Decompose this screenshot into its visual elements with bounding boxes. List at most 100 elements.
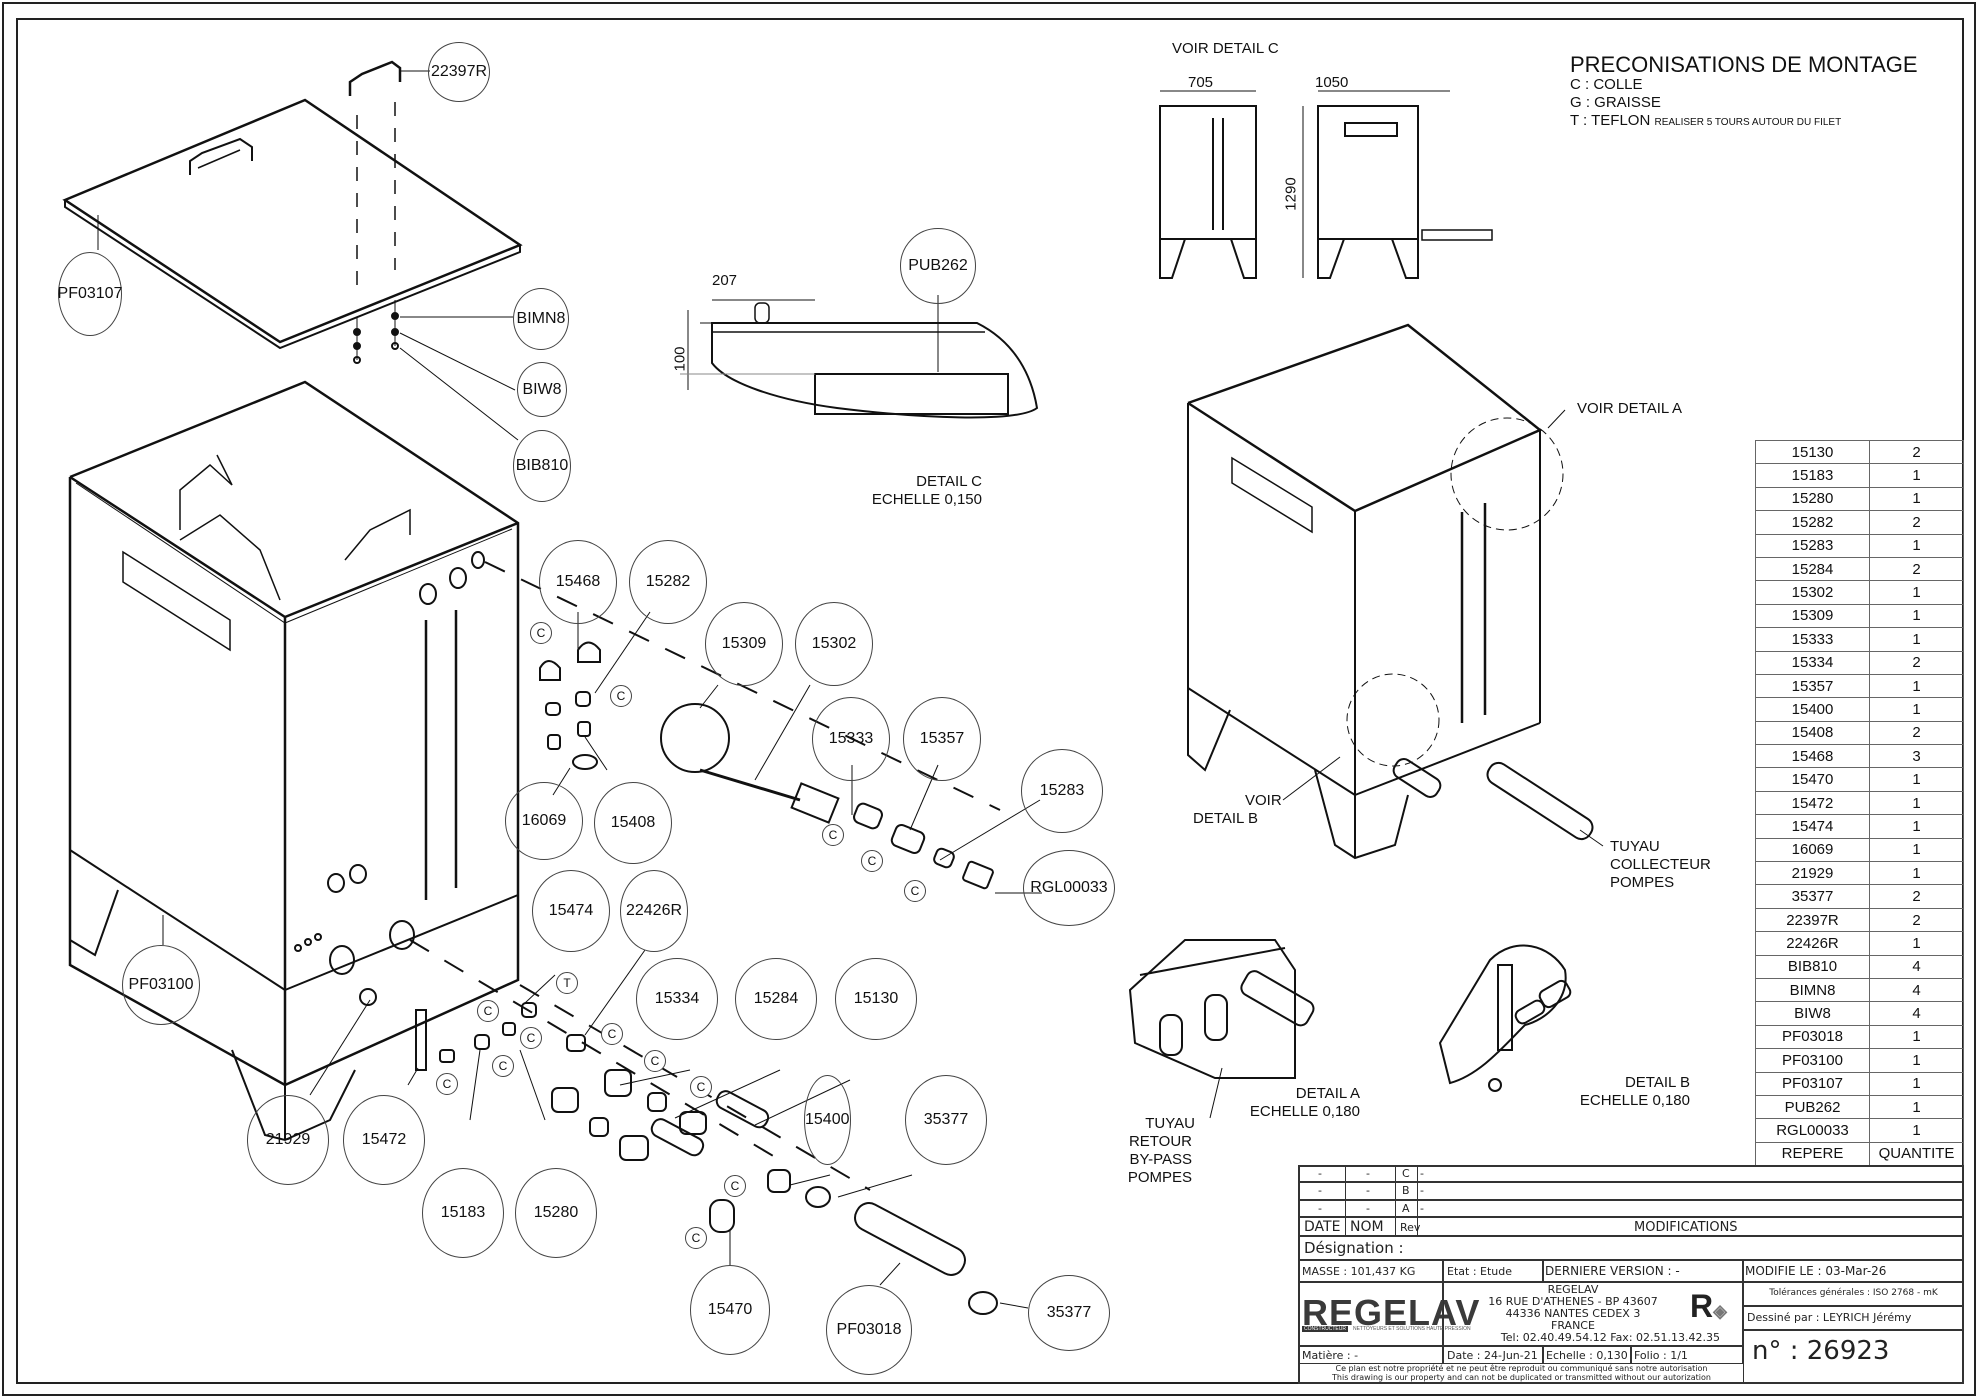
part-qty: 1 — [1869, 861, 1964, 886]
part-qty: 1 — [1869, 931, 1964, 956]
fittings-lower — [359, 988, 998, 1315]
modifie-le-cell — [1743, 1260, 1964, 1282]
callout-15334: 15334 — [636, 958, 718, 1040]
part-qty: 1 — [1869, 603, 1964, 629]
mark-colle: C — [601, 1023, 623, 1045]
revision-desc: - — [1420, 1184, 1424, 1198]
part-ref: 15474 — [1755, 814, 1870, 839]
modifie-le-value: MODIFIE LE : 03-Mar-26 — [1745, 1264, 1887, 1278]
part-ref: 15472 — [1755, 790, 1870, 816]
mark-teflon: T — [556, 972, 578, 994]
part-ref: 35377 — [1755, 884, 1870, 909]
mark-colle: C — [685, 1227, 707, 1249]
etat-value: Etat : Etude — [1447, 1265, 1513, 1278]
note-colle: C : COLLE — [1570, 76, 1643, 93]
mark-colle: C — [822, 824, 844, 846]
callout-15130: 15130 — [835, 958, 917, 1040]
derniere-version-value: DERNIERE VERSION : - — [1545, 1264, 1680, 1278]
dimension-1290: 1290 — [1282, 177, 1300, 211]
callout-15472: 15472 — [343, 1095, 425, 1185]
revision-nom: - — [1366, 1201, 1370, 1215]
detail-c-scale: ECHELLE 0,150 — [871, 491, 982, 508]
part-ref: 21929 — [1755, 861, 1870, 886]
part-qty: 1 — [1869, 1024, 1964, 1050]
company-address-cell — [1443, 1282, 1743, 1346]
part-ref: 15280 — [1755, 486, 1870, 512]
part-ref: 15470 — [1755, 767, 1870, 792]
part-ref: 15400 — [1755, 697, 1870, 722]
note-teflon-text: T : TEFLON — [1570, 112, 1651, 129]
echelle-value: Echelle : 0,130 — [1546, 1349, 1628, 1362]
part-ref: PF03018 — [1755, 1024, 1870, 1050]
part-qty: 4 — [1869, 977, 1964, 1003]
folio-cell — [1631, 1346, 1743, 1364]
drawing-number-cell — [1743, 1330, 1964, 1384]
revision-date: - — [1318, 1184, 1322, 1198]
part-ref: 15333 — [1755, 627, 1870, 652]
mark-colle: C — [904, 880, 926, 902]
tuyau-collecteur-2: COLLECTEUR — [1610, 856, 1711, 873]
part-ref: 16069 — [1755, 837, 1870, 863]
part-ref: 15284 — [1755, 556, 1870, 582]
disclaimer-en: This drawing is our property and can not… — [1332, 1373, 1711, 1382]
drawing-number: n° : 26923 — [1752, 1336, 1890, 1366]
part-ref: 15183 — [1755, 463, 1870, 488]
tuyau-collecteur-3: POMPES — [1610, 874, 1675, 891]
company-address-2: 44336 NANTES CEDEX 3 — [1505, 1307, 1641, 1320]
dimension-1050: 1050 — [1315, 74, 1349, 91]
part-ref: 15130 — [1755, 439, 1870, 465]
callout-PF03018: PF03018 — [826, 1285, 912, 1375]
revision-desc: - — [1420, 1201, 1424, 1215]
mark-colle: C — [610, 685, 632, 707]
part-qty: 1 — [1869, 1048, 1964, 1073]
date-value: Date : 24-Jun-21 — [1447, 1349, 1538, 1362]
part-ref: 15309 — [1755, 603, 1870, 629]
tuyau-retour-3: BY-PASS — [1129, 1151, 1192, 1168]
detail-a-title: DETAIL A — [1295, 1085, 1360, 1102]
part-qty: 4 — [1869, 954, 1964, 979]
mark-colle: C — [530, 622, 552, 644]
fittings-upper — [539, 641, 994, 890]
part-qty: 1 — [1869, 767, 1964, 792]
revision-nom: - — [1366, 1184, 1370, 1198]
assembled-tank-drawing — [1187, 323, 1604, 860]
part-ref: 15282 — [1755, 510, 1870, 535]
masse-cell — [1298, 1260, 1443, 1282]
part-ref: 15408 — [1755, 720, 1870, 746]
callout-PF03107: PF03107 — [58, 252, 122, 336]
part-qty: 1 — [1869, 533, 1964, 558]
part-qty: 1 — [1869, 673, 1964, 699]
part-ref: 22426R — [1755, 931, 1870, 956]
tolerances-cell — [1743, 1282, 1964, 1306]
designation-row — [1298, 1236, 1964, 1260]
part-qty: 2 — [1869, 556, 1964, 582]
callout-16069: 16069 — [505, 782, 583, 860]
mark-colle: C — [492, 1055, 514, 1077]
detail-c-drawing — [680, 299, 1039, 419]
voir-detail-a-label: VOIR DETAIL A — [1577, 400, 1683, 417]
mark-colle: C — [644, 1050, 666, 1072]
callout-BIB810: BIB810 — [513, 430, 571, 502]
part-ref: BIMN8 — [1755, 977, 1870, 1003]
logo-cell — [1298, 1282, 1443, 1346]
callout-15302: 15302 — [795, 602, 873, 686]
part-qty: 1 — [1869, 1094, 1964, 1120]
part-qty: 2 — [1869, 650, 1964, 675]
part-qty: 2 — [1869, 907, 1964, 933]
rev-header-date: DATE — [1304, 1219, 1341, 1235]
callout-15470: 15470 — [690, 1265, 770, 1355]
callout-21929: 21929 — [247, 1095, 329, 1185]
company-address-1: 16 RUE D'ATHENES - BP 43607 — [1488, 1295, 1658, 1308]
revision-row — [1298, 1199, 1964, 1217]
